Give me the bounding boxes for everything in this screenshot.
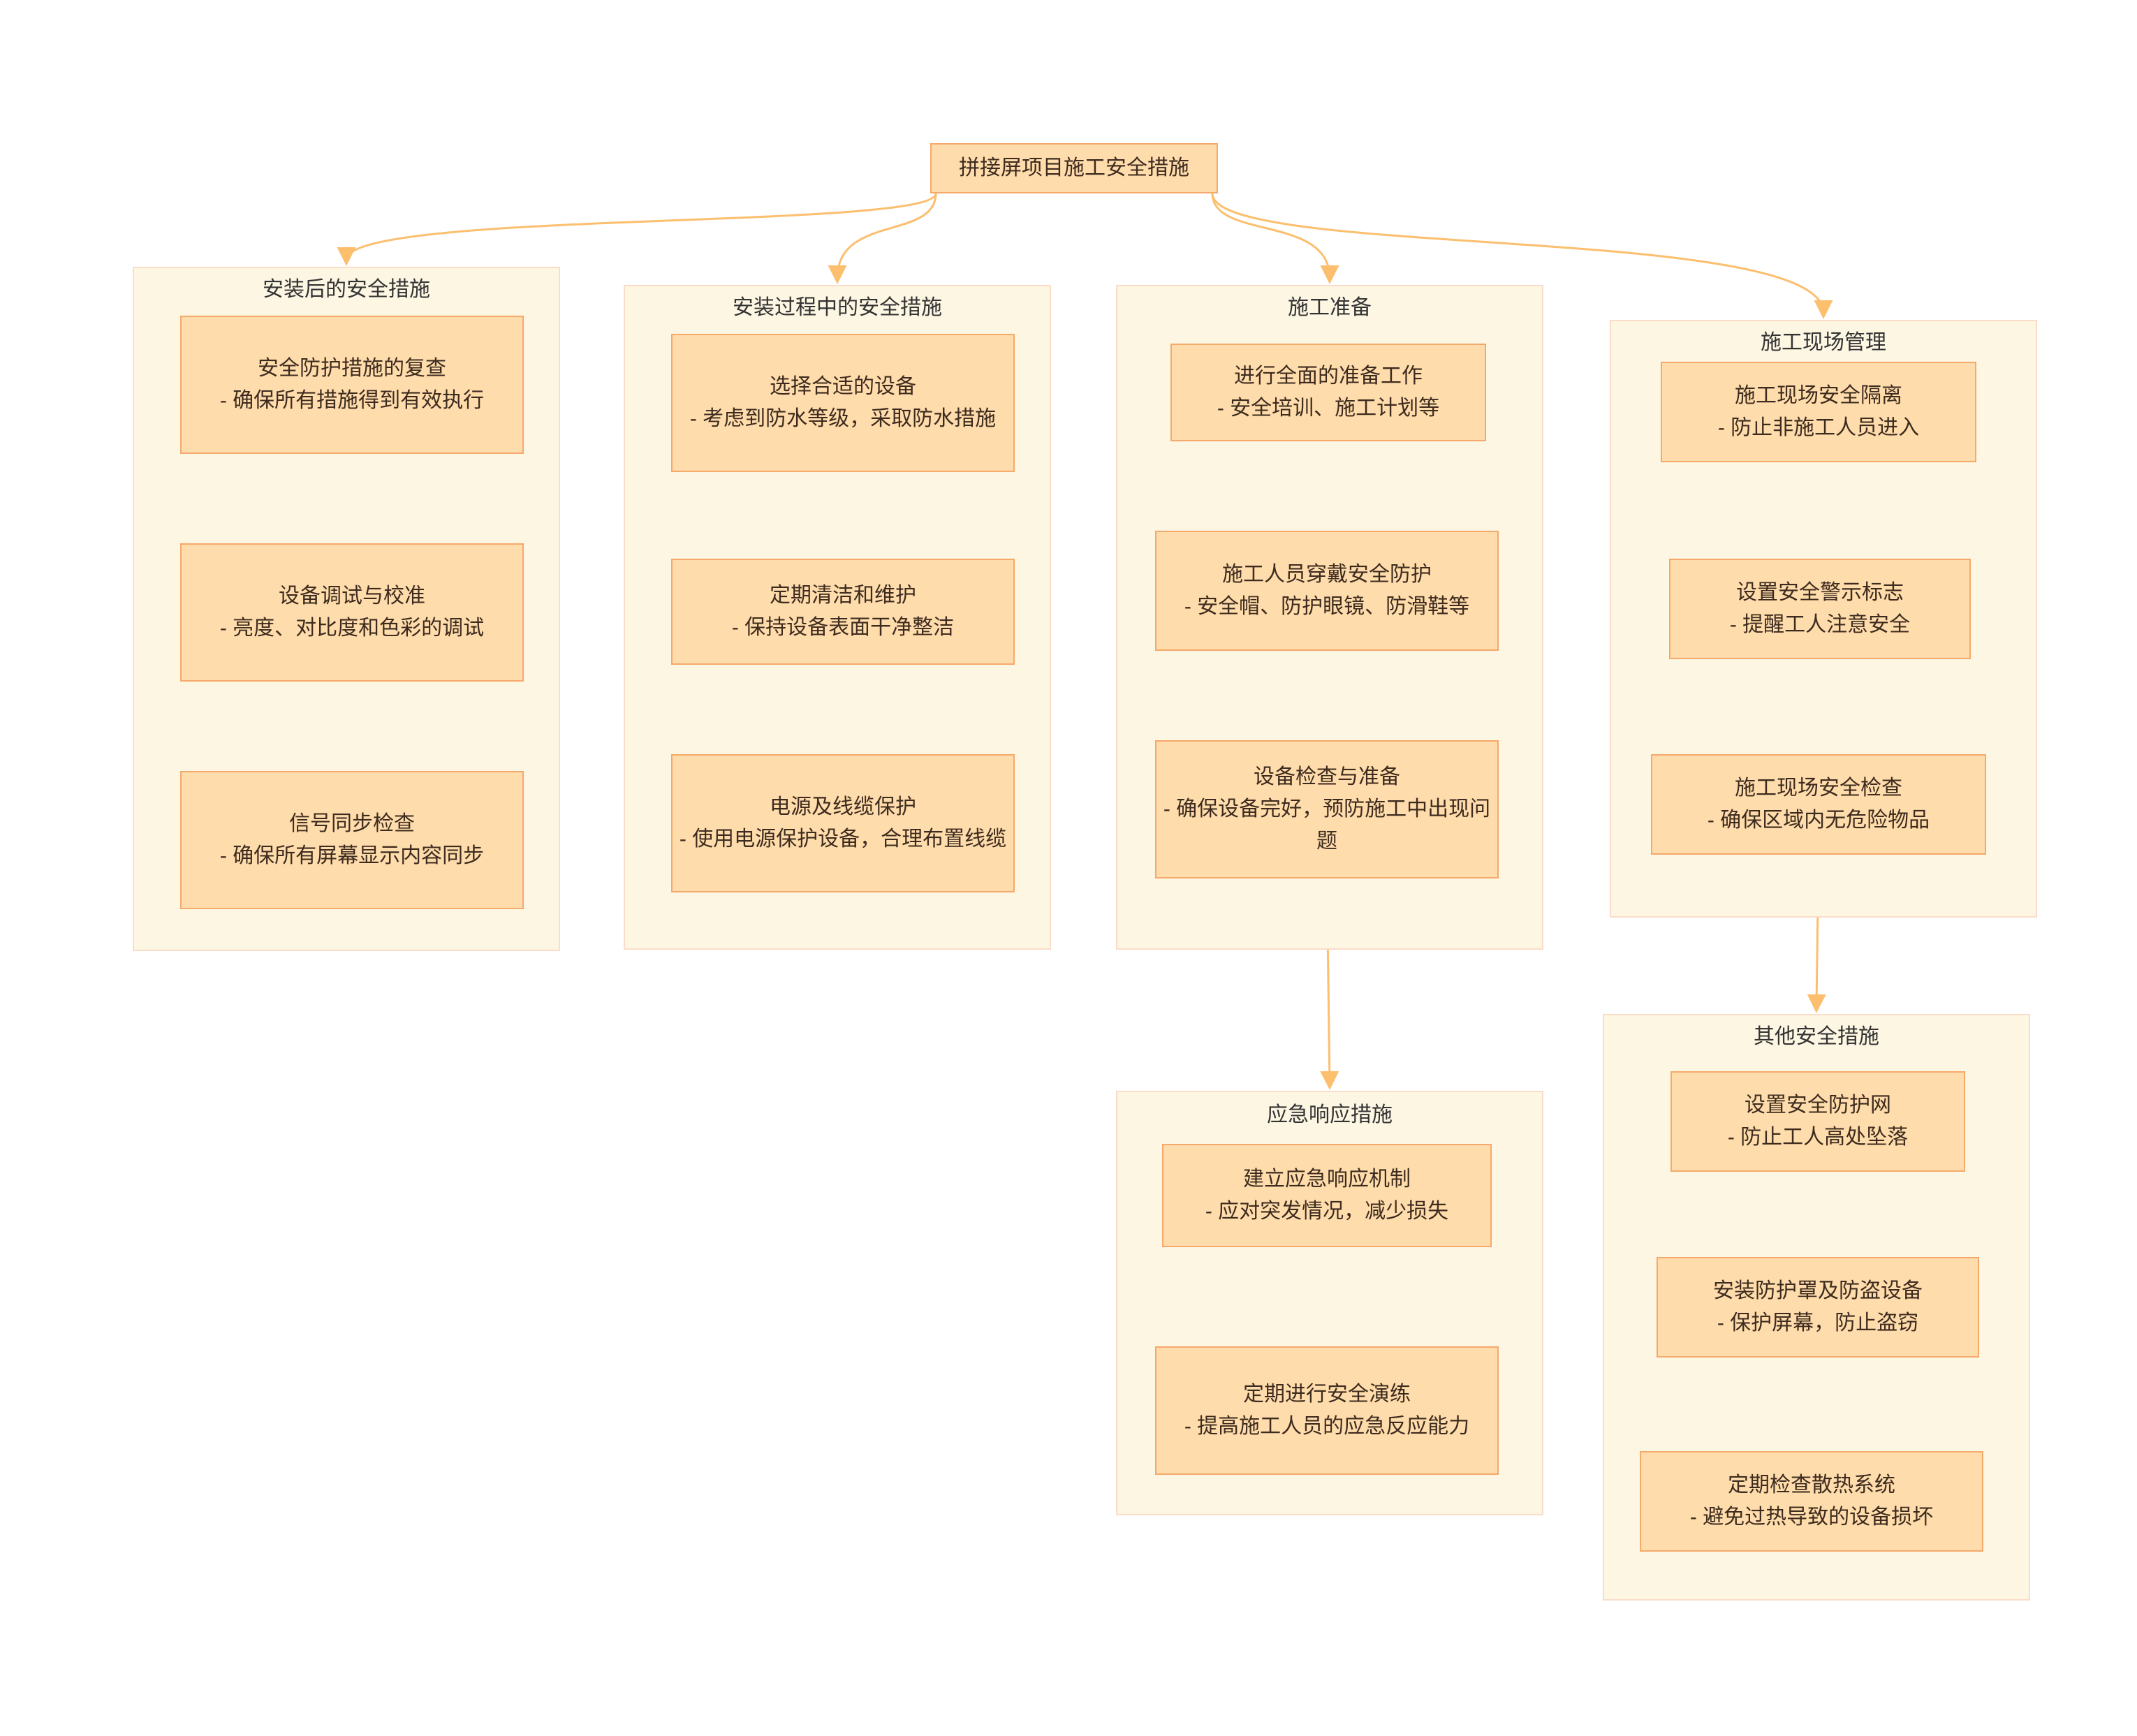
- node-cooling-check[interactable]: 定期检查散热系统 - 避免过热导致的设备损坏: [1640, 1451, 1983, 1552]
- node-label: 选择合适的设备 - 考虑到防水等级，采取防水措施: [689, 375, 997, 430]
- node-protective-cover[interactable]: 安装防护罩及防盗设备 - 保护屏幕，防止盗窃: [1657, 1257, 1979, 1358]
- node-label: 设备检查与准备 - 确保设备完好，预防施工中出现问题: [1163, 765, 1491, 853]
- node-clean-maintain[interactable]: 定期清洁和维护 - 保持设备表面干净整洁: [671, 559, 1015, 665]
- node-label: 设备调试与校准 - 亮度、对比度和色彩的调试: [219, 584, 485, 640]
- node-label: 安装防护罩及防盗设备 - 保护屏幕，防止盗窃: [1713, 1279, 1923, 1334]
- node-ppe[interactable]: 施工人员穿戴安全防护 - 安全帽、防护眼镜、防滑鞋等: [1155, 531, 1499, 651]
- cluster-title: 应急响应措施: [1267, 1103, 1393, 1126]
- node-label: 施工现场安全检查 - 确保区域内无危险物品: [1707, 777, 1930, 832]
- node-label: 设置安全警示标志 - 提醒工人注意安全: [1729, 581, 1911, 636]
- edge: [1211, 193, 1833, 319]
- node-label: 安全防护措施的复查 - 确保所有措施得到有效执行: [219, 357, 485, 412]
- node-equipment-check[interactable]: 设备检查与准备 - 确保设备完好，预防施工中出现问题: [1155, 740, 1499, 878]
- node-full-preparation[interactable]: 进行全面的准备工作 - 安全培训、施工计划等: [1170, 344, 1486, 441]
- node-label: 施工人员穿戴安全防护 - 安全帽、防护眼镜、防滑鞋等: [1184, 563, 1470, 618]
- node-device-calibration[interactable]: 设备调试与校准 - 亮度、对比度和色彩的调试: [180, 543, 524, 682]
- cluster-title: 施工准备: [1288, 296, 1372, 319]
- node-label: 进行全面的准备工作 - 安全培训、施工计划等: [1217, 365, 1440, 420]
- cluster-title: 安装过程中的安全措施: [733, 296, 942, 319]
- node-label: 建立应急响应机制 - 应对突发情况，减少损失: [1205, 1168, 1449, 1223]
- node-label: 施工现场安全隔离 - 防止非施工人员进入: [1717, 384, 1920, 439]
- node-label: 定期检查散热系统 - 避免过热导致的设备损坏: [1689, 1473, 1934, 1529]
- node-label: 信号同步检查 - 确保所有屏幕显示内容同步: [219, 812, 485, 867]
- node-safety-net[interactable]: 设置安全防护网 - 防止工人高处坠落: [1670, 1071, 1965, 1172]
- node-label: 电源及线缆保护 - 使用电源保护设备，合理布置线缆: [679, 795, 1007, 851]
- cluster-title: 安装后的安全措施: [263, 278, 430, 301]
- node-label: 定期清洁和维护 - 保持设备表面干净整洁: [731, 584, 955, 639]
- node-power-cable[interactable]: 电源及线缆保护 - 使用电源保护设备，合理布置线缆: [671, 754, 1015, 892]
- node-select-equipment[interactable]: 选择合适的设备 - 考虑到防水等级，采取防水措施: [671, 334, 1015, 472]
- node-site-inspection[interactable]: 施工现场安全检查 - 确保区域内无危险物品: [1651, 754, 1986, 855]
- cluster-title: 施工现场管理: [1761, 331, 1886, 354]
- edge: [337, 193, 937, 266]
- node-safety-review[interactable]: 安全防护措施的复查 - 确保所有措施得到有效执行: [180, 316, 524, 454]
- node-safety-drill[interactable]: 定期进行安全演练 - 提高施工人员的应急反应能力: [1155, 1346, 1499, 1475]
- node-site-isolation[interactable]: 施工现场安全隔离 - 防止非施工人员进入: [1661, 362, 1976, 462]
- root-node[interactable]: 拼接屏项目施工安全措施: [930, 143, 1218, 193]
- node-label: 设置安全防护网 - 防止工人高处坠落: [1727, 1094, 1909, 1149]
- edge: [828, 193, 937, 284]
- root-node-label: 拼接屏项目施工安全措施: [959, 156, 1189, 179]
- node-label: 定期进行安全演练 - 提高施工人员的应急反应能力: [1184, 1383, 1470, 1438]
- node-warning-signs[interactable]: 设置安全警示标志 - 提醒工人注意安全: [1669, 559, 1971, 659]
- cluster-title: 其他安全措施: [1754, 1025, 1879, 1048]
- edge: [1211, 193, 1339, 284]
- node-signal-sync[interactable]: 信号同步检查 - 确保所有屏幕显示内容同步: [180, 771, 524, 909]
- node-emergency-mechanism[interactable]: 建立应急响应机制 - 应对突发情况，减少损失: [1162, 1144, 1492, 1247]
